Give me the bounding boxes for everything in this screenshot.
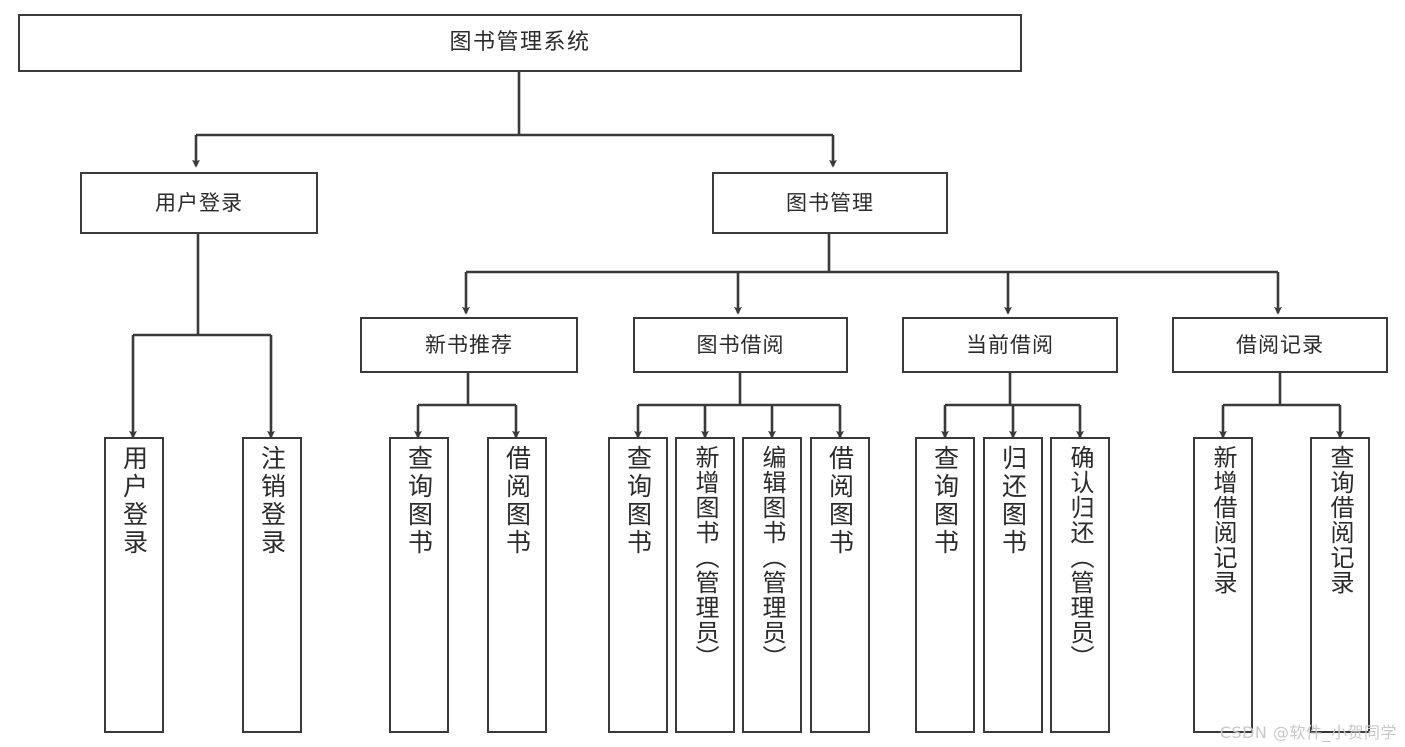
node-label: 归还图书: [998, 445, 1028, 557]
node-label: 查询图书: [404, 445, 434, 557]
node-label: 当前借阅: [966, 332, 1054, 357]
node-label: 查询借阅记录: [1326, 445, 1354, 595]
node-label: 确认归还（管理员）: [1066, 445, 1094, 670]
node-leaf-user-login[interactable]: 用户登录: [104, 437, 164, 733]
node-leaf-return-book[interactable]: 归还图书: [983, 437, 1043, 733]
node-label: 新书推荐: [425, 332, 513, 357]
node-leaf-query-record[interactable]: 查询借阅记录: [1310, 437, 1370, 733]
node-label: 用户登录: [119, 445, 149, 557]
node-user-login[interactable]: 用户登录: [80, 172, 318, 234]
node-leaf-confirm-return[interactable]: 确认归还（管理员）: [1050, 437, 1110, 733]
node-label: 注销登录: [257, 445, 287, 557]
node-label: 图书借阅: [696, 332, 785, 357]
node-label: 新增借阅记录: [1209, 445, 1237, 595]
node-book-manage[interactable]: 图书管理: [712, 172, 948, 234]
node-label: 查询图书: [930, 445, 960, 557]
node-label: 图书管理: [786, 190, 874, 215]
node-label: 借阅图书: [825, 445, 855, 557]
node-label: 新增图书（管理员）: [691, 445, 719, 670]
node-leaf-add-record[interactable]: 新增借阅记录: [1193, 437, 1253, 733]
csdn-watermark: CSDN @软件_小贺同学: [1219, 723, 1397, 742]
node-new-book-recommend[interactable]: 新书推荐: [360, 317, 578, 373]
node-leaf-query-book-2[interactable]: 查询图书: [608, 437, 668, 733]
node-label: 编辑图书（管理员）: [758, 445, 786, 670]
node-leaf-query-book-3[interactable]: 查询图书: [915, 437, 975, 733]
node-book-borrow[interactable]: 图书借阅: [633, 317, 848, 373]
node-leaf-borrow-book-1[interactable]: 借阅图书: [487, 437, 547, 733]
node-label: 查询图书: [623, 445, 653, 557]
node-root-system[interactable]: 图书管理系统: [18, 14, 1022, 72]
node-leaf-query-book-1[interactable]: 查询图书: [389, 437, 449, 733]
node-leaf-borrow-book-2[interactable]: 借阅图书: [810, 437, 870, 733]
node-leaf-edit-book[interactable]: 编辑图书（管理员）: [742, 437, 802, 733]
node-label: 用户登录: [155, 190, 243, 215]
node-leaf-logout[interactable]: 注销登录: [242, 437, 302, 733]
node-leaf-add-book[interactable]: 新增图书（管理员）: [675, 437, 735, 733]
node-label: 借阅图书: [502, 445, 532, 557]
node-borrow-record[interactable]: 借阅记录: [1172, 317, 1388, 373]
node-label: 借阅记录: [1236, 332, 1324, 357]
node-current-borrow[interactable]: 当前借阅: [902, 317, 1118, 373]
node-label: 图书管理系统: [449, 30, 591, 56]
